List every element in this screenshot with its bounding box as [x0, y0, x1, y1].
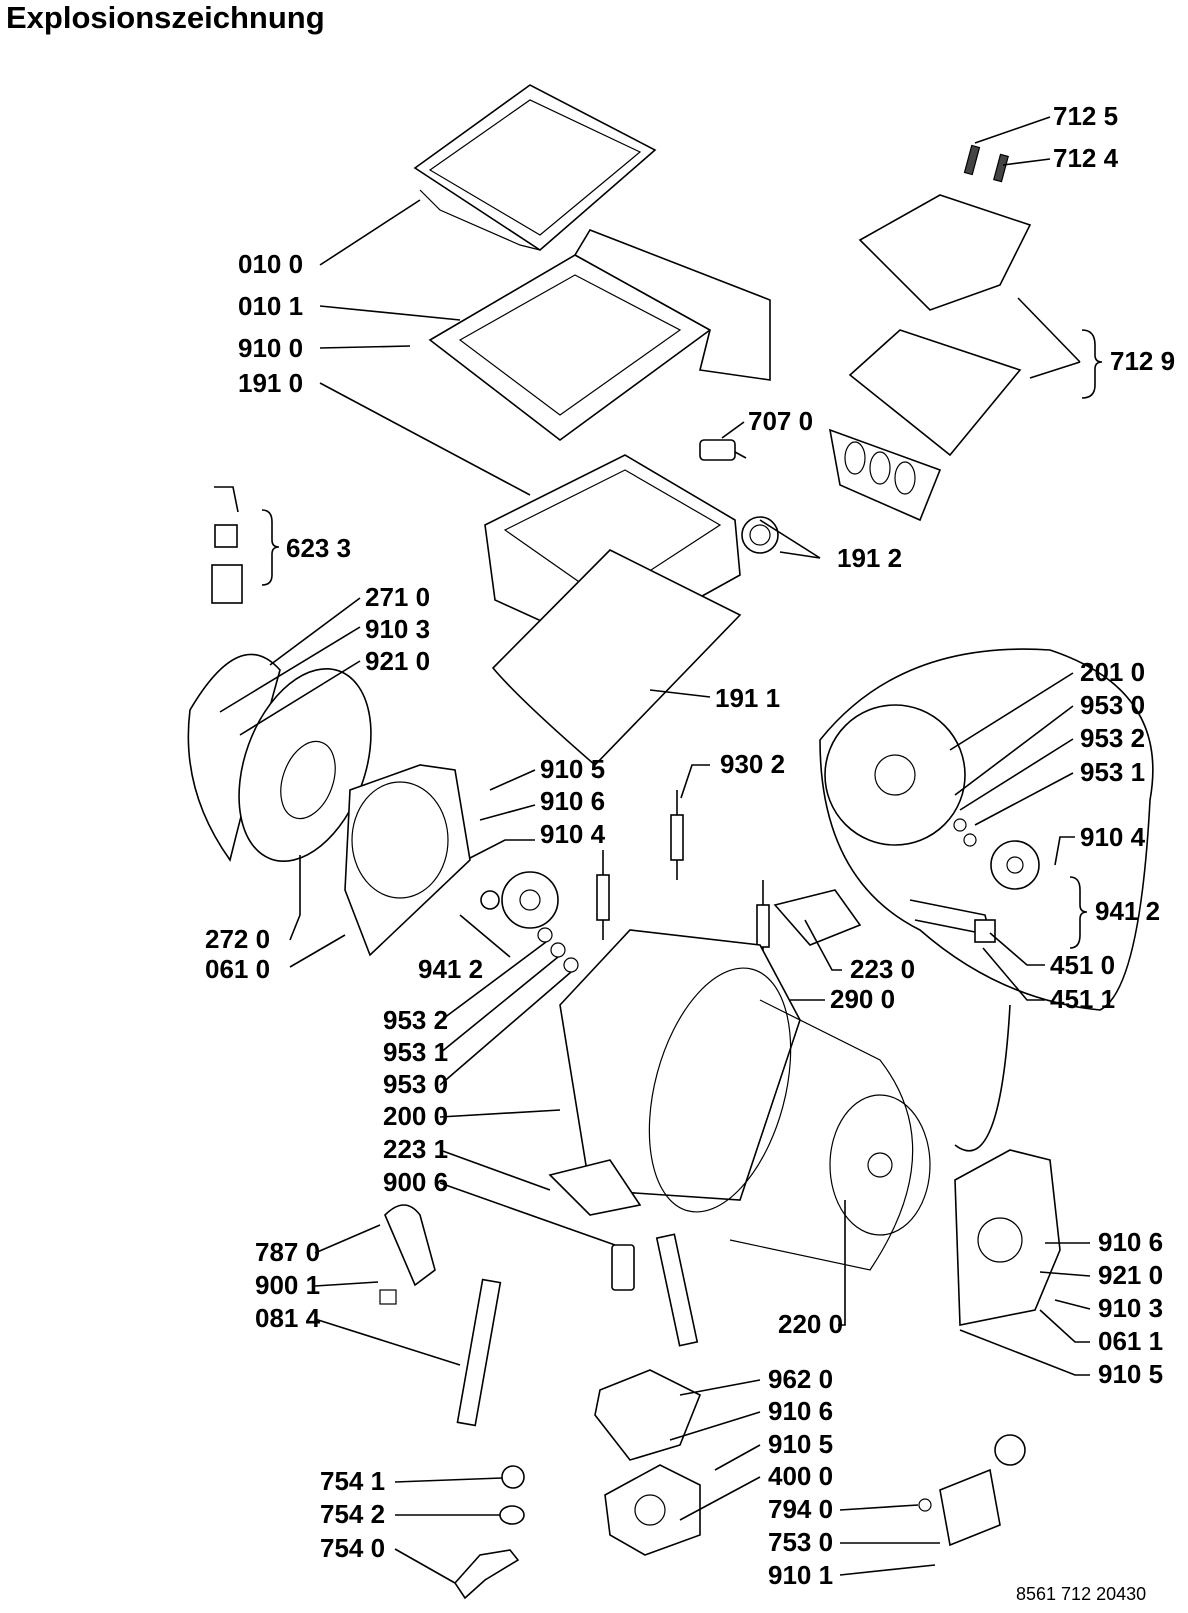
spring-part-c: [756, 880, 770, 960]
counterweight-upper-part: [773, 889, 862, 946]
top-cover-part: [413, 84, 657, 252]
callout-271-0: 271 0: [365, 582, 430, 612]
callout-787-0: 787 0: [255, 1237, 320, 1267]
callout-081-4: 081 4: [255, 1303, 321, 1333]
callout-753-0: 753 0: [768, 1527, 833, 1557]
callout-754-2: 754 2: [320, 1499, 385, 1529]
callout-900-1: 900 1: [255, 1270, 320, 1300]
callout-910-4-right: 910 4: [1080, 822, 1146, 852]
callout-941-2-left: 941 2: [418, 954, 483, 984]
callout-220-0: 220 0: [778, 1309, 843, 1339]
callout-962-0: 962 0: [768, 1364, 833, 1394]
callout-900-6: 900 6: [383, 1167, 448, 1197]
callout-010-1: 010 1: [238, 291, 303, 321]
callout-910-6-left: 910 6: [540, 786, 605, 816]
rear-housing-part: [819, 648, 1154, 1011]
motor-part: [604, 1464, 701, 1556]
callout-290-0: 290 0: [830, 984, 895, 1014]
callout-910-6-bottom: 910 6: [768, 1396, 833, 1426]
shock-absorber-right-part: [655, 1233, 699, 1347]
drain-pipe-part: [453, 1549, 520, 1600]
tub-seal-part: [491, 549, 742, 767]
counterweight-lower-part: [548, 1159, 642, 1216]
door-lock-part: [211, 486, 243, 604]
ring-part: [499, 1505, 525, 1525]
o-ring-part: [918, 1498, 932, 1512]
heat-shield-part: [594, 1369, 702, 1461]
callout-910-0: 910 0: [238, 333, 303, 363]
callout-921-0-top: 921 0: [365, 646, 430, 676]
callout-451-1: 451 1: [1050, 984, 1115, 1014]
side-support-right-part: [954, 1149, 1061, 1326]
hub-left-part: [480, 871, 559, 929]
callout-910-3-right: 910 3: [1098, 1293, 1163, 1323]
callout-712-9: 712 9: [1110, 346, 1175, 376]
callout-754-1: 754 1: [320, 1466, 385, 1496]
spring-part-b: [596, 850, 610, 940]
callout-953-0-right: 953 0: [1080, 690, 1145, 720]
callout-953-2-left: 953 2: [383, 1005, 448, 1035]
callout-223-1: 223 1: [383, 1134, 448, 1164]
callout-754-0: 754 0: [320, 1533, 385, 1563]
callout-910-5-left: 910 5: [540, 754, 605, 784]
heater-part: [909, 899, 996, 943]
callout-930-2: 930 2: [720, 749, 785, 779]
diagram-title: Explosionszeichnung: [6, 0, 325, 35]
drum-part: [729, 999, 931, 1271]
callout-712-5: 712 5: [1053, 101, 1118, 131]
part-number: 8561 712 20430: [1016, 1584, 1147, 1604]
callout-451-0: 451 0: [1050, 950, 1115, 980]
callout-061-1: 061 1: [1098, 1326, 1163, 1356]
clamp-part: [379, 1289, 397, 1305]
pin-part-a: [963, 144, 981, 176]
callout-910-3-top: 910 3: [365, 614, 430, 644]
callout-200-0: 200 0: [383, 1101, 448, 1131]
callout-010-0: 010 0: [238, 249, 303, 279]
spring-part-a: [670, 790, 684, 880]
detergent-dispenser-part: [828, 194, 1032, 522]
callout-712-4: 712 4: [1053, 143, 1119, 173]
callout-400-0: 400 0: [768, 1461, 833, 1491]
callout-941-2-right: 941 2: [1095, 896, 1160, 926]
pump-part: [939, 1434, 1026, 1547]
shock-absorber-left-part: [456, 1278, 502, 1427]
pin-part-b: [993, 153, 1009, 183]
callout-223-0: 223 0: [850, 954, 915, 984]
drain-hose-part: [384, 1204, 436, 1287]
callout-061-0: 061 0: [205, 954, 270, 984]
callout-623-3: 623 3: [286, 533, 351, 563]
callout-707-0: 707 0: [748, 406, 813, 436]
callout-921-0-right: 921 0: [1098, 1260, 1163, 1290]
callout-953-1-left: 953 1: [383, 1037, 448, 1067]
callout-910-4-left: 910 4: [540, 819, 606, 849]
callout-953-1-right: 953 1: [1080, 757, 1145, 787]
callout-794-0: 794 0: [768, 1494, 833, 1524]
leader-lines: [219, 116, 1103, 1584]
callout-191-2: 191 2: [837, 543, 902, 573]
side-support-left-part: [344, 764, 471, 957]
top-frame-part: [428, 229, 771, 442]
callout-953-0-left: 953 0: [383, 1069, 448, 1099]
callout-191-1: 191 1: [715, 683, 780, 713]
ball-part: [501, 1465, 525, 1489]
callout-272-0: 272 0: [205, 924, 270, 954]
callout-910-6-right: 910 6: [1098, 1227, 1163, 1257]
callout-953-2-right: 953 2: [1080, 723, 1145, 753]
callout-191-0: 191 0: [238, 368, 303, 398]
callout-910-1: 910 1: [768, 1560, 833, 1590]
callout-910-5-bottom: 910 5: [768, 1429, 833, 1459]
inlet-valve-part: [699, 439, 747, 461]
callout-910-5-right: 910 5: [1098, 1359, 1163, 1389]
seal-rings-left-part: [537, 927, 579, 973]
callout-201-0: 201 0: [1080, 657, 1145, 687]
sensor-part: [611, 1244, 635, 1291]
